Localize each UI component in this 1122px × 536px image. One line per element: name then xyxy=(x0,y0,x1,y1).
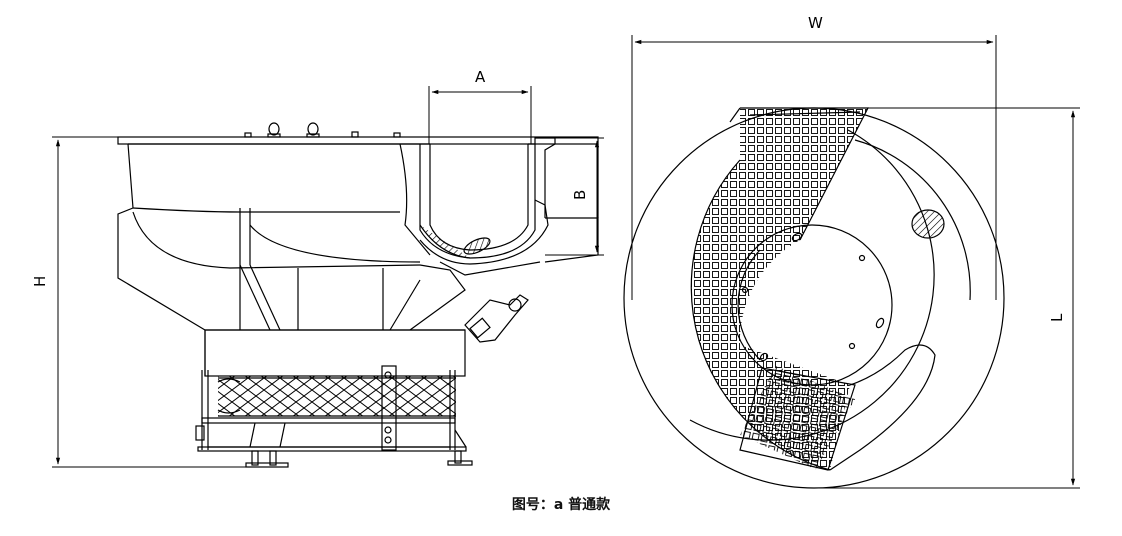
top-rim xyxy=(117,136,599,145)
bowl-body xyxy=(117,143,465,331)
side-view xyxy=(117,122,599,468)
lifting-eyes xyxy=(244,122,401,138)
top-view xyxy=(623,107,1005,489)
feet xyxy=(245,450,473,468)
dimension-lines-top xyxy=(631,35,1080,489)
dim-label-h: H xyxy=(31,276,49,287)
dim-label-w: W xyxy=(808,14,823,32)
bowl-section xyxy=(389,137,599,331)
discharge-channel xyxy=(829,344,936,471)
dim-label-a: A xyxy=(475,68,486,86)
mounting-holes xyxy=(741,232,885,362)
outlet-fitting xyxy=(464,294,529,343)
base-frame xyxy=(195,365,467,452)
dim-label-b: B xyxy=(571,190,589,200)
motor-housing xyxy=(204,329,466,377)
dim-label-l: L xyxy=(1048,313,1066,322)
figure-caption: 图号：a 普通款 xyxy=(511,497,611,513)
spring-mesh xyxy=(217,376,456,417)
port-hatched xyxy=(911,209,945,239)
dimension-lines-side xyxy=(52,86,604,468)
